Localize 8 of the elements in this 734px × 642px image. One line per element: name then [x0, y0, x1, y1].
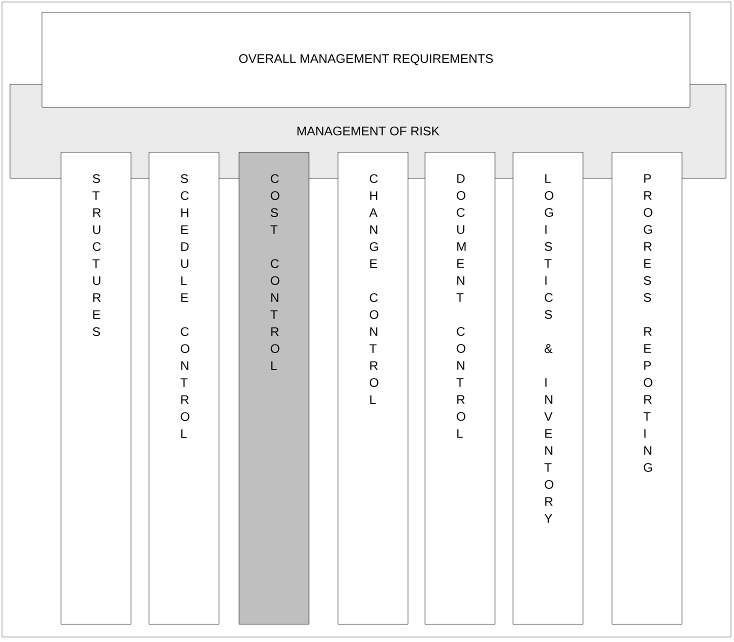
column-box: CHANGE CONTROL: [338, 152, 408, 624]
column-box: DOCUMENT CONTROL: [424, 152, 496, 624]
column-box: PROGRESS REPORTING: [612, 152, 682, 624]
requirements-box: OVERALL MANAGEMENT REQUIREMENTS: [42, 12, 690, 108]
column-box: SCHEDULE CONTROL: [148, 152, 220, 624]
column-box: COST CONTROL: [238, 152, 310, 624]
column-box: STRUCTURES: [60, 152, 132, 624]
column-box: LOGISTICS & INVENTORY: [512, 152, 584, 624]
